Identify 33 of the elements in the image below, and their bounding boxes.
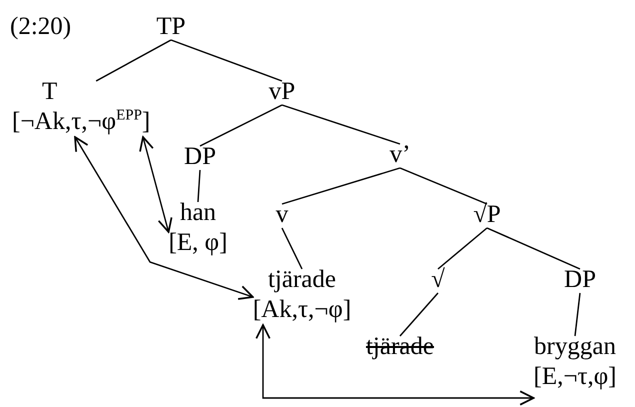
arrow	[139, 136, 172, 233]
branch-line	[200, 104, 282, 147]
node-label: √P	[473, 200, 501, 230]
branch-line	[400, 167, 488, 205]
feature-bundle: [E, φ]	[168, 228, 228, 258]
node-label: √	[431, 265, 445, 295]
branch-line	[486, 227, 580, 270]
feature-bundle: [¬Ak,τ,¬φ$^{EPP}$]	[12, 107, 150, 137]
branch-line	[281, 228, 303, 270]
node-label: vP	[268, 77, 296, 107]
branch-line	[197, 170, 201, 202]
node-label: v’	[390, 140, 410, 170]
feature-bundle: [Ak,τ,¬φ]	[252, 295, 352, 325]
feature-bundle: [E,¬τ,φ]	[534, 362, 616, 392]
branch-line	[282, 104, 400, 145]
node-label: tjärade	[366, 332, 434, 362]
branch-line	[574, 292, 581, 336]
branch-line	[282, 167, 400, 205]
node-label: TP	[156, 12, 186, 42]
example-number: (2:20)	[10, 12, 72, 42]
branch-line	[399, 292, 439, 336]
node-label: v	[276, 200, 288, 230]
node-label: han	[178, 198, 218, 228]
branch-line	[170, 39, 282, 82]
branch-line	[96, 39, 172, 82]
node-label: DP	[564, 265, 596, 295]
node-label: T	[41, 77, 58, 107]
node-label: tjärade	[266, 265, 337, 295]
arrow	[74, 136, 254, 300]
branch-line	[438, 227, 488, 270]
node-label: bryggan	[534, 332, 616, 362]
arrow	[255, 324, 534, 406]
node-label: DP	[184, 142, 216, 172]
